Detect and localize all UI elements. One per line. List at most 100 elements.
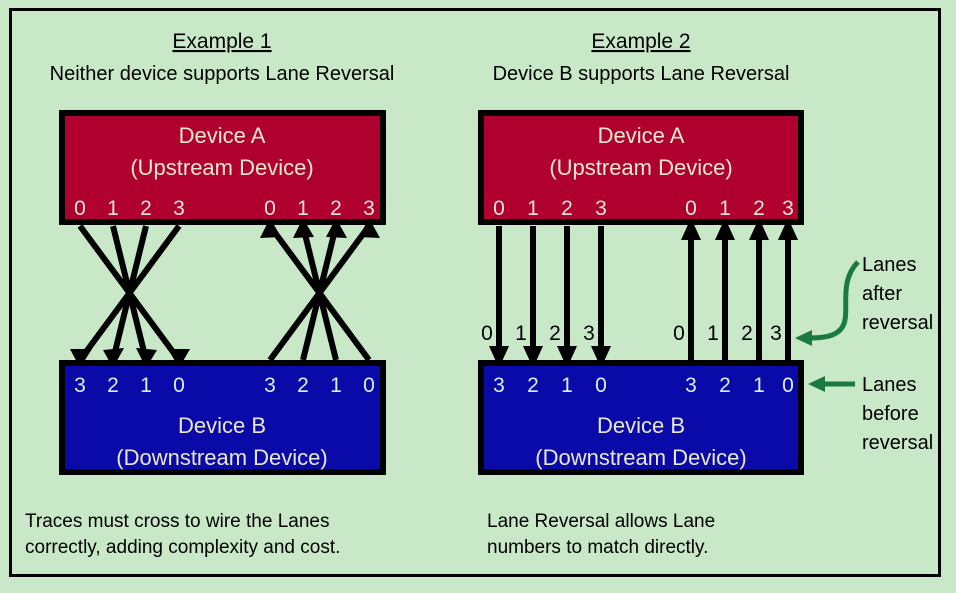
example-2-title: Example 2 <box>591 30 690 53</box>
device-a-lane-left-2: 2 <box>561 197 573 220</box>
arrowhead-r3 <box>359 218 380 238</box>
device-a-role: (Upstream Device) <box>130 155 313 180</box>
device-b-lane-left-0: 3 <box>493 374 505 397</box>
device-a-name: Device A <box>179 123 266 148</box>
device-b-role: (Downstream Device) <box>535 445 747 470</box>
arrowhead-l1 <box>136 348 157 368</box>
example-2-panel: Example 2 Device B supports Lane Reversa… <box>478 30 804 558</box>
device-b-name: Device B <box>597 413 685 438</box>
example-2-arrowheads-up <box>681 218 798 240</box>
example-2-device-b: 3 2 1 0 3 2 1 0 Device B (Downstream Dev… <box>478 360 804 475</box>
device-a-role: (Upstream Device) <box>549 155 732 180</box>
device-b-lane-right-2: 1 <box>330 374 342 397</box>
device-b-lane-left-1: 2 <box>107 374 119 397</box>
device-a-box <box>59 110 386 225</box>
example-2-caption-line-2: numbers to match directly. <box>487 537 708 558</box>
example-1-subtitle: Neither device supports Lane Reversal <box>50 63 395 85</box>
device-b-box <box>478 360 804 475</box>
arrowhead-r0 <box>260 218 281 238</box>
example-1-device-b: 3 2 1 0 3 2 1 0 Device B (Downstream Dev… <box>59 360 386 475</box>
mid-label-right-1: 1 <box>707 322 719 345</box>
annotation-after-line-2: after <box>862 283 902 305</box>
arrowhead-r1 <box>293 218 314 238</box>
example-1-arrowheads-left <box>70 348 190 368</box>
device-b-lane-left-3: 0 <box>173 374 185 397</box>
example-2-arrowheads-down <box>489 346 611 368</box>
device-a-lane-left-3: 3 <box>173 197 185 220</box>
device-b-name: Device B <box>178 413 266 438</box>
device-a-lane-right-0: 0 <box>264 197 276 220</box>
device-a-box <box>478 110 804 225</box>
arrowhead-l2 <box>103 348 124 368</box>
example-1-caption-line-2: correctly, adding complexity and cost. <box>25 537 340 558</box>
device-a-lane-left-1: 1 <box>527 197 539 220</box>
example-2-traces-right <box>688 230 791 363</box>
device-b-lane-right-3: 0 <box>363 374 375 397</box>
annotation-before-line-2: before <box>862 403 919 425</box>
device-a-lane-left-0: 0 <box>74 197 86 220</box>
device-b-lane-right-0: 3 <box>685 374 697 397</box>
arrowhead-up-3 <box>778 218 798 240</box>
arrowhead-up-1 <box>715 218 735 240</box>
example-2-subtitle: Device B supports Lane Reversal <box>493 63 790 85</box>
trace-l3 <box>77 224 182 362</box>
arrowhead-down-1 <box>523 346 543 368</box>
arrowhead-l0 <box>168 349 190 368</box>
example-2-mid-labels-left: 0 1 2 3 <box>481 322 595 345</box>
example-2-traces-left <box>496 226 604 358</box>
arrowhead-down-3 <box>591 346 611 368</box>
example-1-traces-right <box>267 224 372 362</box>
device-a-name: Device A <box>598 123 685 148</box>
mid-label-left-1: 1 <box>515 322 527 345</box>
mid-label-left-3: 3 <box>583 322 595 345</box>
annotation-lanes-after-reversal: Lanes after reversal <box>795 254 933 346</box>
device-a-lane-right-2: 2 <box>330 197 342 220</box>
device-b-lane-left-0: 3 <box>74 374 86 397</box>
device-b-lane-right-1: 2 <box>719 374 731 397</box>
device-b-lane-left-1: 2 <box>527 374 539 397</box>
device-a-lane-left-1: 1 <box>107 197 119 220</box>
device-a-lane-right-3: 3 <box>782 197 794 220</box>
device-b-lane-left-2: 1 <box>561 374 573 397</box>
device-a-lane-left-0: 0 <box>493 197 505 220</box>
mid-label-right-0: 0 <box>673 322 685 345</box>
curved-arrow-head-icon <box>795 330 812 346</box>
example-1-caption-line-1: Traces must cross to wire the Lanes <box>25 511 329 532</box>
annotation-before-line-1: Lanes <box>862 374 917 396</box>
device-a-lane-right-1: 1 <box>297 197 309 220</box>
arrowhead-down-2 <box>557 346 577 368</box>
device-b-role: (Downstream Device) <box>116 445 328 470</box>
device-b-lane-right-0: 3 <box>264 374 276 397</box>
example-1-panel: Example 1 Neither device supports Lane R… <box>25 30 394 558</box>
curved-arrow-shaft <box>807 260 860 341</box>
device-b-box <box>59 360 386 475</box>
trace-r3 <box>267 224 372 362</box>
straight-arrow-head-icon <box>808 376 825 392</box>
arrowhead-down-0 <box>489 346 509 368</box>
annotation-before-line-3: reversal <box>862 432 933 454</box>
mid-label-left-2: 2 <box>549 322 561 345</box>
annotation-after-line-3: reversal <box>862 312 933 334</box>
device-a-lane-right-3: 3 <box>363 197 375 220</box>
mid-label-right-3: 3 <box>770 322 782 345</box>
arrowhead-l3 <box>70 349 92 368</box>
example-1-title: Example 1 <box>172 30 271 53</box>
device-b-lane-right-2: 1 <box>753 374 765 397</box>
mid-label-left-0: 0 <box>481 322 493 345</box>
example-2-device-a: Device A (Upstream Device) 0 1 2 3 0 1 2… <box>478 110 804 225</box>
device-a-lane-right-1: 1 <box>719 197 731 220</box>
annotation-after-line-1: Lanes <box>862 254 917 276</box>
annotation-lanes-before-reversal: Lanes before reversal <box>808 374 933 454</box>
example-1-traces-left <box>77 224 182 362</box>
example-1-device-a: Device A (Upstream Device) 0 1 2 3 0 1 2… <box>59 110 386 225</box>
mid-label-right-2: 2 <box>741 322 753 345</box>
arrowhead-up-2 <box>749 218 769 240</box>
device-a-lane-left-3: 3 <box>595 197 607 220</box>
device-a-lane-left-2: 2 <box>140 197 152 220</box>
example-2-caption-line-1: Lane Reversal allows Lane <box>487 511 715 532</box>
device-a-lane-right-0: 0 <box>685 197 697 220</box>
arrowhead-up-0 <box>681 218 701 240</box>
device-b-lane-left-3: 0 <box>595 374 607 397</box>
